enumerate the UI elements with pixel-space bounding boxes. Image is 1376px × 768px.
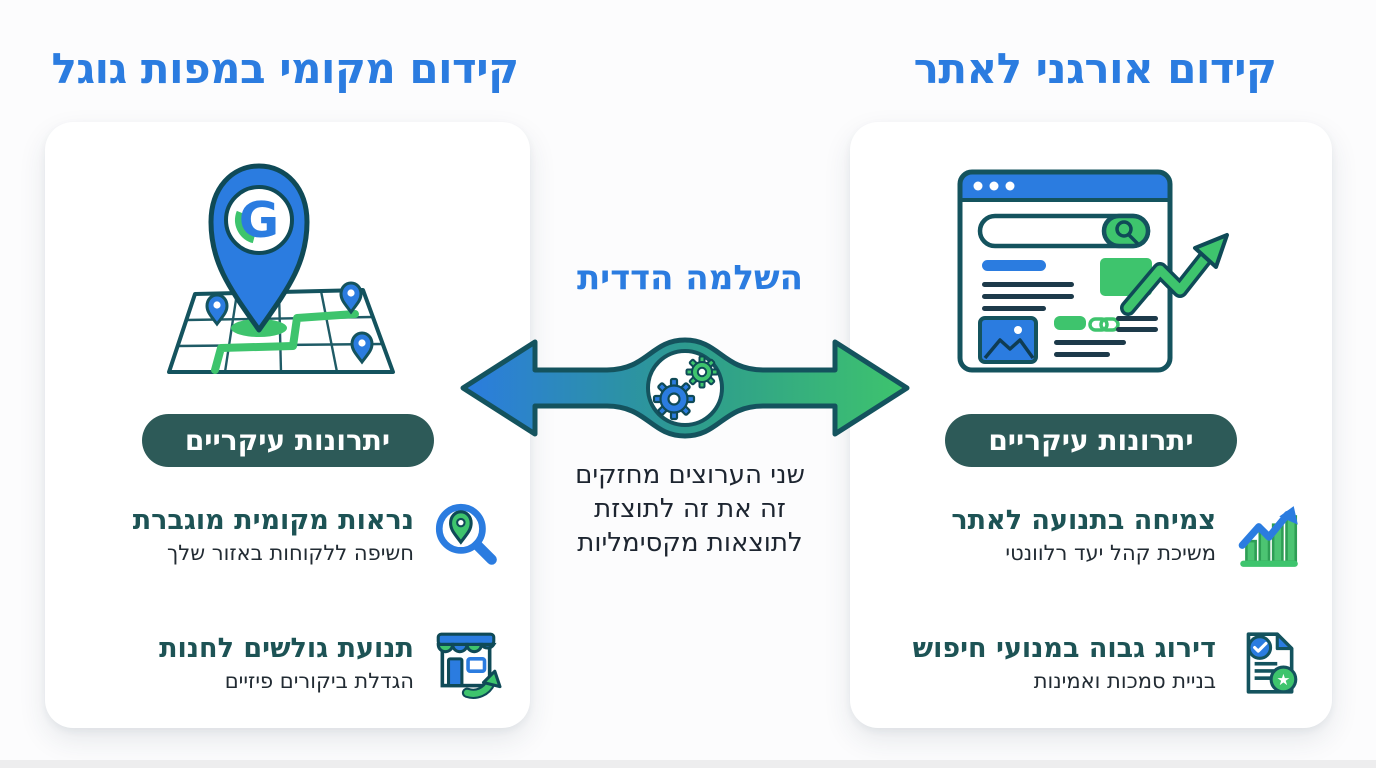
website-growth-illustration: [957, 169, 1229, 373]
google-maps-card: G יתרונות עיקריים נראות מקומית מוגברת חש…: [45, 122, 530, 728]
gears-icon: [652, 355, 719, 421]
star-badge-icon: ★: [1269, 665, 1298, 694]
small-map-pin-icon: [339, 281, 363, 315]
growth-arrow-glyph: [1120, 233, 1229, 316]
double-headed-arrow-icon: [460, 337, 910, 439]
growth-chart-icon: [1238, 506, 1298, 567]
browser-dot: [1005, 181, 1015, 191]
map-route-path: [211, 310, 359, 374]
magnifier-location-icon: [435, 503, 497, 565]
center-description: שני הערוצים מחזקים זה את זה לתוצזת לתוצא…: [528, 458, 852, 560]
item-title: דירוג גבוה במנועי חיפוש: [912, 633, 1216, 664]
right-column-title: קידום אורגני לאתר: [913, 44, 1277, 93]
google-g-letter: G: [239, 192, 279, 249]
item-subtitle: בניית סמכות ואמינות: [1033, 669, 1216, 693]
list-item: נראות מקומית מוגברת חשיפה ללקוחות באזור …: [72, 492, 502, 580]
list-item: ★ דירוג גבוה במנועי חיפוש בניית סמכות וא…: [874, 620, 1304, 708]
image-placeholder-icon: [978, 316, 1038, 364]
svg-text:★: ★: [1277, 671, 1291, 689]
small-map-pin-icon: [350, 331, 374, 365]
item-title: תנועת גולשים לחנות: [159, 633, 414, 664]
item-title: צמיחה בתנועה לאתר: [951, 505, 1216, 536]
browser-dot: [989, 181, 999, 191]
google-g-green-arc: [235, 196, 283, 244]
google-map-pin-illustration: G: [167, 163, 395, 374]
advantages-badge: יתרונות עיקריים: [141, 414, 434, 467]
organic-seo-card: יתרונות עיקריים צמיחה בתנועה לאתר משיכת …: [850, 122, 1332, 728]
center-description-line: שני הערוצים מחזקים: [575, 460, 805, 490]
advantages-badge: יתרונות עיקריים: [945, 414, 1237, 467]
small-map-pin-icon: [205, 293, 229, 327]
center-description-line: לתוצאות מקסימליות: [577, 528, 803, 558]
center-description-line: זה את זה לתוצזת: [594, 494, 786, 524]
item-subtitle: חשיפה ללקוחות באזור שלך: [166, 541, 414, 565]
list-item: צמיחה בתנועה לאתר משיכת קהל יעד רלוונטי: [874, 492, 1304, 580]
link-icon: [1088, 317, 1120, 332]
check-badge-icon: [1247, 635, 1273, 660]
list-item: תנועת גולשים לחנות הגדלת ביקורים פיזיים: [72, 620, 502, 708]
center-title: השלמה הדדית: [576, 258, 804, 298]
item-subtitle: הגדלת ביקורים פיזיים: [224, 669, 414, 693]
storefront-arrow-icon: [436, 632, 502, 699]
item-subtitle: משיכת קהל יעד רלוונטי: [1005, 541, 1216, 565]
browser-dot: [973, 181, 983, 191]
search-icon: [1115, 220, 1133, 238]
left-column-title: קידום מקומי במפות גוגל: [51, 44, 519, 93]
ranking-document-icon: ★: [1246, 632, 1298, 694]
item-title: נראות מקומית מוגברת: [132, 505, 414, 536]
visit-arrow-glyph: [461, 669, 502, 699]
bottom-strip: [0, 760, 1376, 768]
search-bar-glyph: [977, 213, 1151, 249]
google-pin-icon: G: [208, 163, 310, 333]
